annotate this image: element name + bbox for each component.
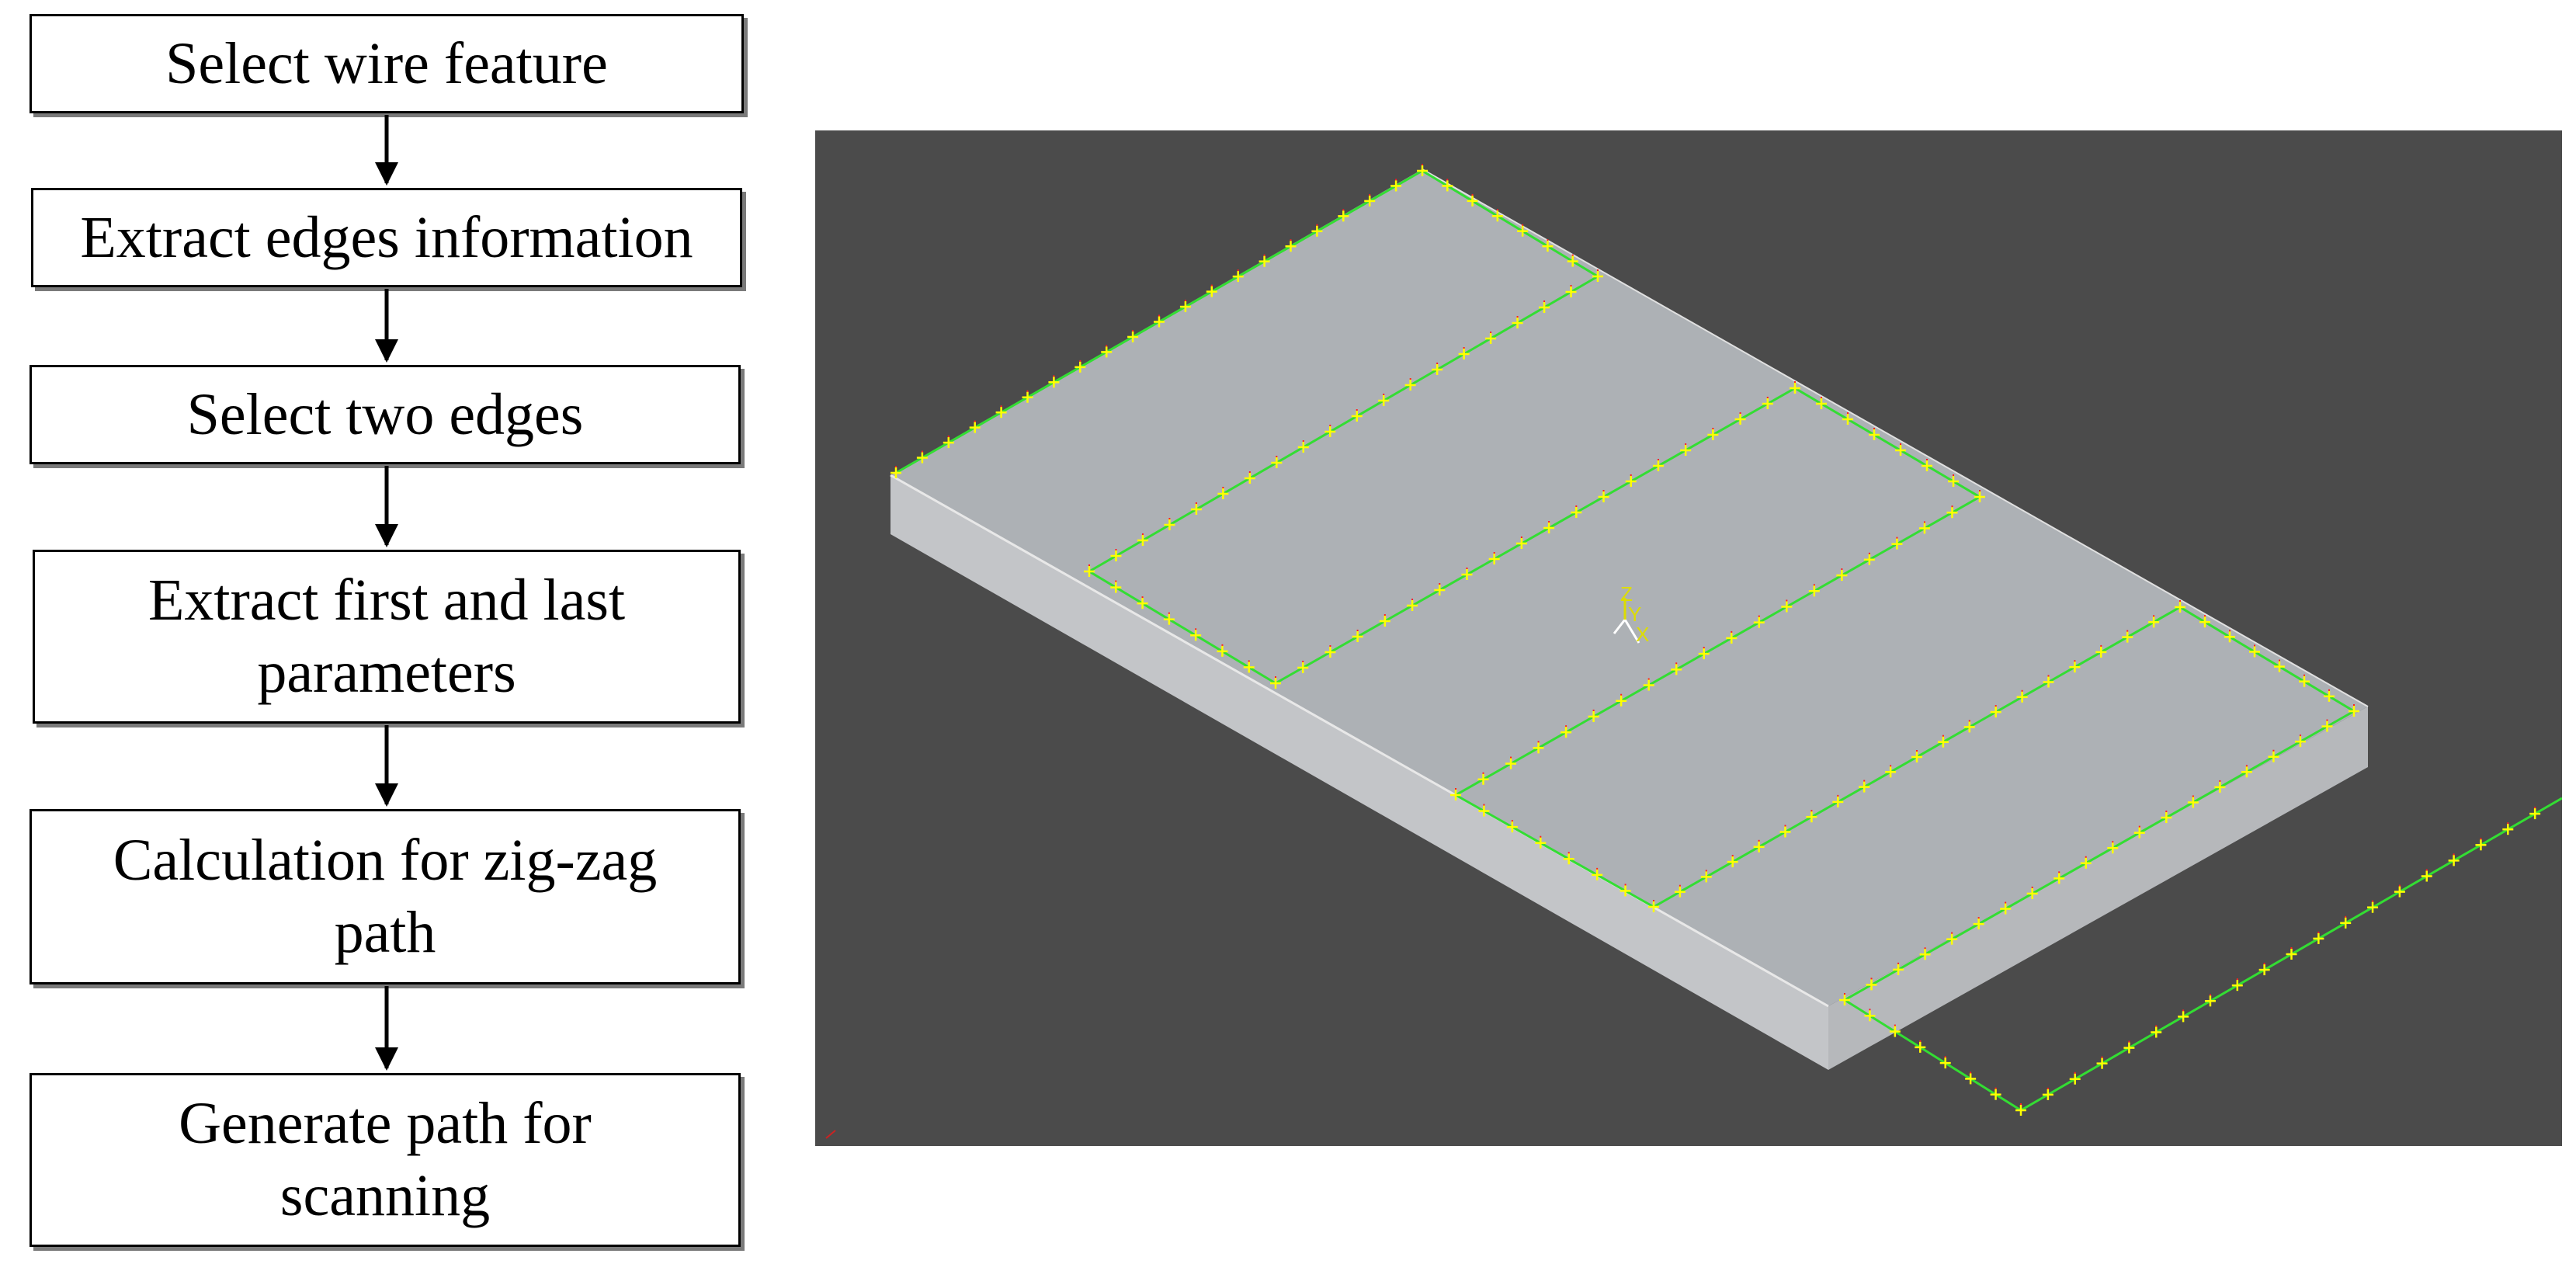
cad-scene: Z Y X [825, 164, 2562, 1139]
flow-step-select-two-edges: Select two edges [30, 365, 741, 464]
axis-label-z: Z [1620, 582, 1633, 606]
axis-label-y: Y [1628, 602, 1641, 626]
origin-tick [825, 1130, 836, 1139]
flow-step-select-wire-feature: Select wire feature [30, 14, 744, 113]
flow-step-label: Select two edges [186, 381, 584, 447]
plate-edge-highlight [1422, 168, 2369, 707]
flow-step-extract-first-last-parameters: Extract first and last parameters [33, 550, 741, 724]
flow-step-calculation-zigzag-path: Calculation for zig-zag path [30, 809, 741, 984]
cad-3d-viewport[interactable]: Z Y X [815, 130, 2562, 1146]
axis-line [1613, 619, 1626, 634]
flow-step-label: Calculation for zig-zag path [113, 828, 658, 965]
flowchart-arrows [375, 115, 398, 1071]
plate-edge-highlight [890, 474, 1829, 1008]
flow-step-label: Extract edges information [80, 204, 693, 270]
zigzag-scan-path [895, 169, 2562, 1112]
flow-step-generate-scanning-path: Generate path for scanning [30, 1073, 741, 1247]
flow-step-extract-edges-information: Extract edges information [31, 188, 742, 287]
origin-marker [825, 1130, 836, 1139]
flow-step-label: Extract first and last parameters [148, 568, 626, 705]
plate-top-face [890, 169, 2368, 1006]
plate-left-face [890, 475, 1828, 1070]
axis-triad: Z Y X [1613, 582, 1649, 646]
axis-label-x: X [1636, 623, 1649, 646]
axis-line [1623, 619, 1640, 644]
plate-right-face [1828, 707, 2368, 1070]
flow-step-label: Select wire feature [165, 30, 608, 96]
path-point-markers [890, 164, 2541, 1116]
flow-step-label: Generate path for scanning [179, 1091, 592, 1228]
